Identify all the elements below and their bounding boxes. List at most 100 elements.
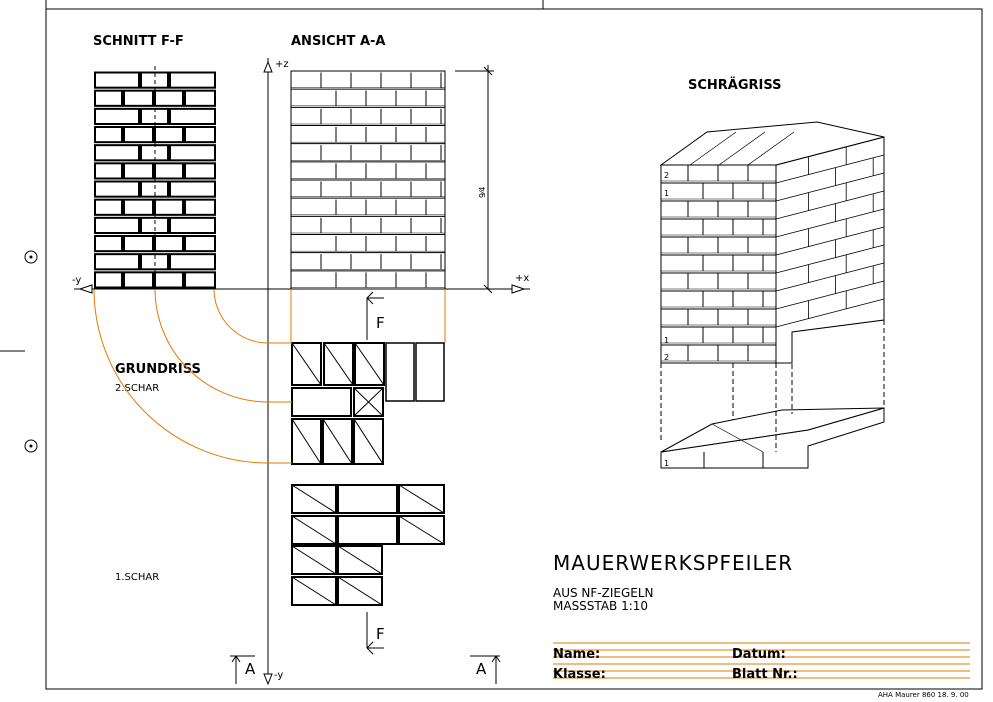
section-brick: [169, 253, 216, 271]
brick-hatch: [353, 387, 384, 417]
punch-hole-top: [24, 250, 38, 264]
grundriss-plan-views: [291, 342, 445, 606]
section-brick: [94, 198, 123, 216]
axis-plus-z-label: +z: [275, 59, 289, 70]
section-brick: [123, 126, 154, 144]
schar-1-label: 1.SCHAR: [115, 572, 159, 583]
brick-hatch: [291, 515, 337, 545]
iso-base-top: [660, 407, 885, 453]
section-brick: [94, 271, 123, 289]
height-dimension-line: [455, 65, 494, 294]
section-brick: [169, 71, 216, 89]
brick-hatch: [291, 342, 322, 386]
projection-arc: [213, 288, 292, 344]
brick-hatch: [322, 418, 353, 465]
axis-z: [263, 58, 273, 684]
schar-2-label: 2.SCHAR: [115, 383, 159, 394]
section-brick: [94, 126, 123, 144]
brick-hatch: [337, 576, 383, 606]
plan-brick: [385, 342, 415, 402]
iso-side-joint: [775, 208, 885, 238]
section-brick: [94, 71, 140, 89]
section-brick: [154, 198, 184, 216]
iso-side-joint: [775, 190, 885, 220]
section-brick: [184, 198, 216, 216]
plan-brick: [415, 342, 445, 402]
section-mark-a-left-letter: A: [245, 660, 256, 678]
brick-hatch: [398, 484, 445, 514]
brick-hatch: [323, 342, 354, 386]
ansicht-a-a-elevation: [290, 70, 446, 290]
section-brick: [123, 162, 154, 180]
iso-top-joint: [747, 131, 795, 166]
section-brick: [184, 235, 216, 253]
iso-side-joint: [775, 172, 885, 202]
section-brick: [123, 235, 154, 253]
iso-side-joint: [775, 262, 885, 292]
title-block-lines: [553, 642, 970, 679]
section-brick: [94, 216, 140, 234]
iso-top-joint: [689, 131, 737, 166]
iso-side-face: [775, 136, 885, 364]
drawing-subtitle: AUS NF-ZIEGELN: [553, 586, 654, 600]
axis-minus-y-label-left: -y: [72, 275, 81, 286]
iso-side-joint: [775, 298, 885, 328]
schnitt-f-f-section: [94, 66, 216, 292]
footer-stamp: AHA Maurer 860 18. 9. 00: [878, 691, 969, 699]
iso-top-joint: [718, 131, 766, 166]
section-brick: [94, 253, 140, 271]
projection-arc: [93, 288, 292, 464]
section-brick: [94, 162, 123, 180]
drawing-title: MAUERWERKSPFEILER: [553, 551, 793, 575]
brick-hatch: [337, 545, 383, 575]
iso-base-joint: [711, 423, 764, 453]
section-brick: [184, 89, 216, 107]
course-number: 1: [664, 459, 669, 468]
section-brick: [94, 89, 123, 107]
section-mark-f-bottom: [366, 612, 384, 655]
sheet-frame: [0, 0, 983, 690]
section-brick: [94, 235, 123, 253]
section-brick: [154, 126, 184, 144]
name-label: Name:: [553, 647, 600, 662]
brick-hatch: [354, 342, 385, 386]
axis-minus-y-label-bottom: -y: [274, 670, 283, 681]
section-brick: [154, 162, 184, 180]
brick-hatch: [291, 418, 322, 465]
grundriss-heading: GRUNDRISS: [115, 362, 201, 377]
brick-hatch: [398, 515, 445, 545]
iso-side-joint: [775, 244, 885, 274]
blatt-label: Blatt Nr.:: [732, 667, 798, 682]
drawing-scale: MASSSTAB 1:10: [553, 599, 648, 613]
ansicht-heading: ANSICHT A-A: [291, 34, 385, 49]
iso-side-joint: [775, 280, 885, 310]
axis-plus-x-label: +x: [515, 273, 529, 284]
section-brick: [154, 271, 184, 289]
section-mark-f-top: [366, 291, 384, 340]
punch-hole-bottom: [24, 439, 38, 453]
section-brick: [184, 271, 216, 289]
height-dimension-text: 9⁄4: [478, 186, 487, 198]
plan-brick: [291, 387, 352, 417]
section-brick: [169, 107, 216, 126]
section-brick: [169, 216, 216, 234]
brick-hatch: [291, 484, 337, 514]
section-brick: [140, 216, 169, 234]
brick-hatch: [353, 418, 384, 465]
iso-front-face: [660, 164, 777, 364]
projection-arc: [154, 288, 292, 403]
section-brick: [94, 144, 140, 162]
klasse-label: Klasse:: [553, 667, 606, 682]
plan-brick: [337, 484, 398, 514]
brick-hatch: [291, 545, 337, 575]
section-mark-a-right-letter: A: [476, 660, 487, 678]
section-mark-f-bottom-letter: F: [376, 625, 385, 643]
axis-minus-y-arrow-bottom: [263, 673, 273, 686]
section-mark-f-top-letter: F: [376, 314, 385, 332]
section-brick: [123, 89, 154, 107]
section-mark-a-right: [470, 655, 501, 684]
section-brick: [169, 180, 216, 198]
course-number: 2: [664, 353, 669, 362]
course-number: 1: [664, 336, 669, 345]
